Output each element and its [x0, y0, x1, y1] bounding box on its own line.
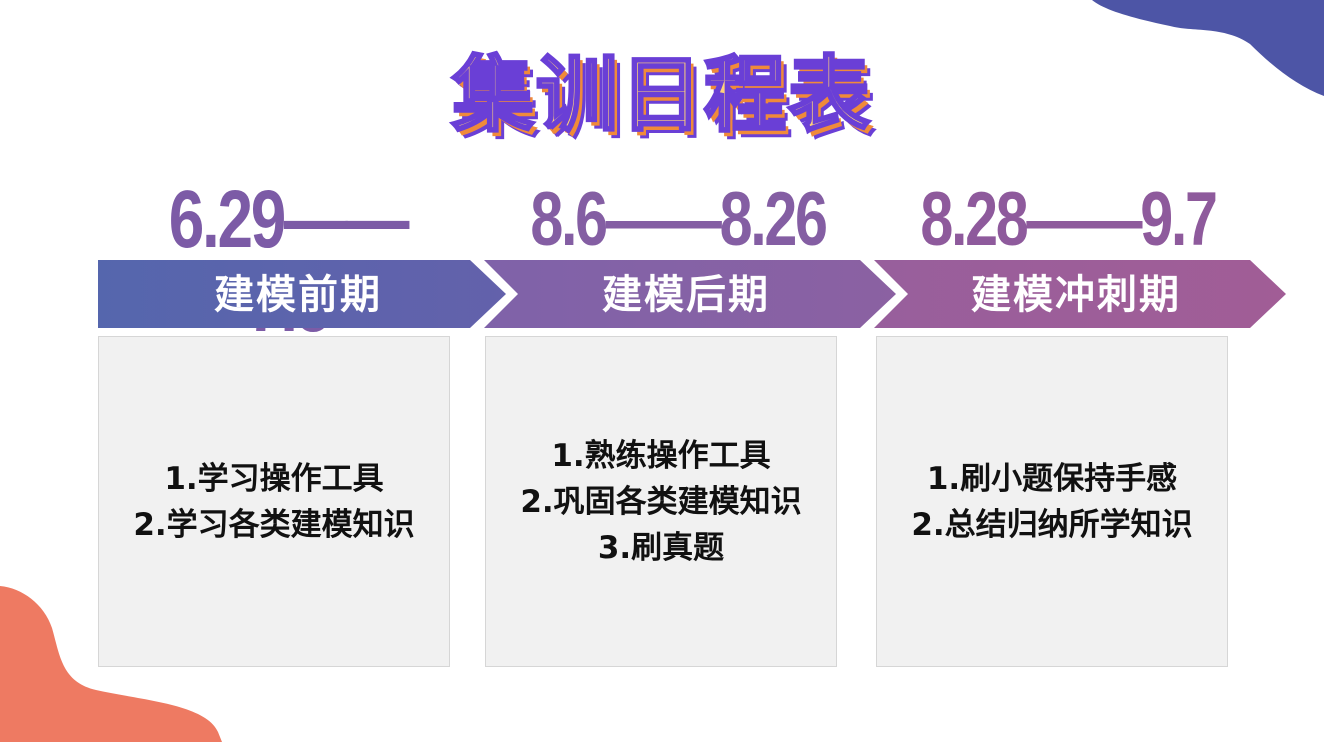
- phase-2-item: 3.刷真题: [597, 529, 725, 566]
- phase-2-date: 8.6——8.26: [530, 177, 828, 262]
- phase-3-label: 建模冲刺期: [971, 272, 1181, 318]
- phase-3-item: 1.刷小题保持手感: [926, 460, 1178, 497]
- phase-3-item: 2.总结归纳所学知识: [911, 506, 1193, 543]
- phase-3-date: 8.28——9.7: [920, 177, 1218, 262]
- phase-1-item: 2.学习各类建模知识: [133, 506, 415, 543]
- phase-1-card: 1.学习操作工具 2.学习各类建模知识: [98, 336, 450, 667]
- page-title: 集训日程表: [450, 47, 872, 145]
- phase-2-item: 2.巩固各类建模知识: [520, 483, 802, 520]
- phase-1-date: 6.29——7.5: [168, 174, 410, 349]
- phase-1-label: 建模前期: [214, 272, 382, 318]
- phase-2-item: 1.熟练操作工具: [551, 437, 771, 474]
- phase-2-card: 1.熟练操作工具 2.巩固各类建模知识 3.刷真题: [485, 336, 837, 667]
- decorative-blob-bottom-left: [0, 586, 222, 742]
- decorative-blob-top-right: [1092, 0, 1324, 96]
- phase-1-item: 1.学习操作工具: [164, 460, 384, 497]
- phase-3-card: 1.刷小题保持手感 2.总结归纳所学知识: [876, 336, 1228, 667]
- phase-2-label: 建模后期: [602, 272, 770, 318]
